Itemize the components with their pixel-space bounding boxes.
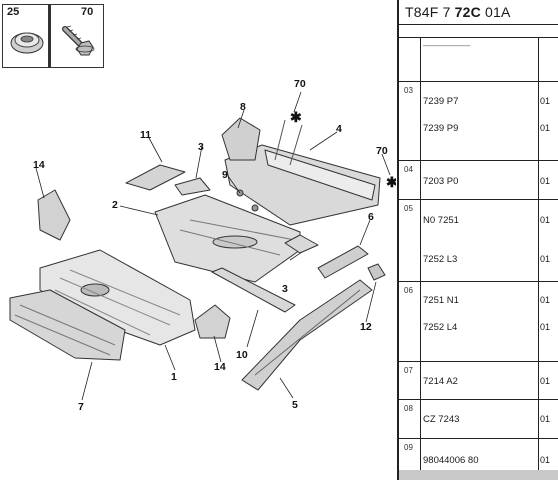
- parts-row[interactable]: 03 7239 P7 01 7239 P9 01: [399, 81, 558, 161]
- part-number[interactable]: N0 7251: [423, 215, 459, 226]
- star-marker: ✱: [290, 109, 302, 125]
- quantity: 01: [540, 96, 551, 106]
- small-panel-11: [125, 164, 186, 191]
- side-bracket-14b: [194, 304, 231, 339]
- cut-off-text: —————: [423, 40, 471, 51]
- callout-70: 70: [294, 78, 306, 90]
- parts-diagram: 25 70: [2, 4, 396, 413]
- callout-3: 3: [198, 141, 204, 153]
- part-number[interactable]: 7214 A2: [423, 376, 458, 387]
- parts-row[interactable]: 04 7203 P0 01: [399, 160, 558, 200]
- callout-3: 3: [282, 283, 288, 295]
- part-number[interactable]: CZ 7243: [423, 414, 460, 425]
- thumbnail-divider: [48, 4, 50, 67]
- callout-1: 1: [171, 371, 177, 383]
- part-number[interactable]: 7239 P9: [423, 123, 459, 134]
- part-number[interactable]: 7252 L4: [423, 322, 458, 333]
- callout-12: 12: [360, 321, 372, 333]
- callout-10: 10: [236, 349, 248, 361]
- main-floor: [39, 249, 196, 346]
- header-divider: [399, 24, 558, 25]
- thumbnail-number: 70: [81, 6, 94, 18]
- side-rail: [241, 279, 373, 391]
- front-crossmember: [9, 289, 126, 361]
- exploded-view: ✱ ✱ 14 2 11 3 8 70 4 70 9 6 3 12 10 14 1…: [9, 78, 396, 413]
- side-bracket-14a: [37, 189, 71, 241]
- thumbnail-25[interactable]: 25: [2, 4, 50, 68]
- parts-row[interactable]: 06 7251 N1 01 7252 L4 01: [399, 281, 558, 362]
- member-6: [317, 245, 369, 279]
- parts-row[interactable]: 08 CZ 7243 01: [399, 399, 558, 439]
- part-number[interactable]: 7203 P0: [423, 176, 459, 187]
- part-number[interactable]: 98044006 80: [423, 455, 479, 466]
- callout-4: 4: [336, 123, 342, 135]
- callout-11: 11: [140, 129, 151, 141]
- boot-floor: [154, 194, 301, 283]
- block-12: [367, 263, 386, 281]
- small-panel-3a: [174, 177, 211, 196]
- quantity: 01: [540, 176, 551, 186]
- star-marker: ✱: [386, 174, 396, 190]
- callout-8: 8: [240, 101, 246, 113]
- reference-header: T84F 7 72C 01A: [405, 4, 511, 20]
- parts-row-partial: —————: [399, 37, 558, 82]
- quantity: 01: [540, 414, 551, 424]
- part-number[interactable]: 7251 N1: [423, 295, 459, 306]
- quantity: 01: [540, 254, 551, 264]
- parts-row[interactable]: 07 7214 A2 01: [399, 361, 558, 400]
- part-number[interactable]: 7239 P7: [423, 96, 459, 107]
- callout-70: 70: [376, 145, 388, 157]
- quantity: 01: [540, 455, 551, 465]
- bolt-icon: [62, 25, 95, 56]
- callout-6: 6: [368, 211, 374, 223]
- callout-5: 5: [292, 399, 298, 411]
- quantity: 01: [540, 295, 551, 305]
- quantity: 01: [540, 215, 551, 225]
- parts-list-panel: T84F 7 72C 01A ————— 03 7239 P7 01 7239 …: [397, 0, 558, 480]
- parts-row[interactable]: 09 98044006 80 01: [399, 438, 558, 471]
- callout-14: 14: [214, 361, 226, 373]
- quantity: 01: [540, 322, 551, 332]
- parts-row[interactable]: 05 N0 7251 01 7252 L3 01: [399, 199, 558, 282]
- callout-9: 9: [222, 169, 228, 181]
- rail-10: [211, 267, 296, 313]
- callout-14: 14: [33, 159, 45, 171]
- callout-7: 7: [78, 401, 84, 413]
- quantity: 01: [540, 123, 551, 133]
- thumbnail-number: 25: [7, 6, 20, 18]
- callout-2: 2: [112, 199, 118, 211]
- upper-bracket: [221, 117, 261, 161]
- small-panel-3b: [284, 234, 319, 254]
- rear-crossmember: [224, 144, 381, 226]
- grommet-icon: [10, 32, 44, 54]
- thumbnail-70[interactable]: 70: [50, 4, 104, 68]
- quantity: 01: [540, 376, 551, 386]
- part-number[interactable]: 7252 L3: [423, 254, 458, 265]
